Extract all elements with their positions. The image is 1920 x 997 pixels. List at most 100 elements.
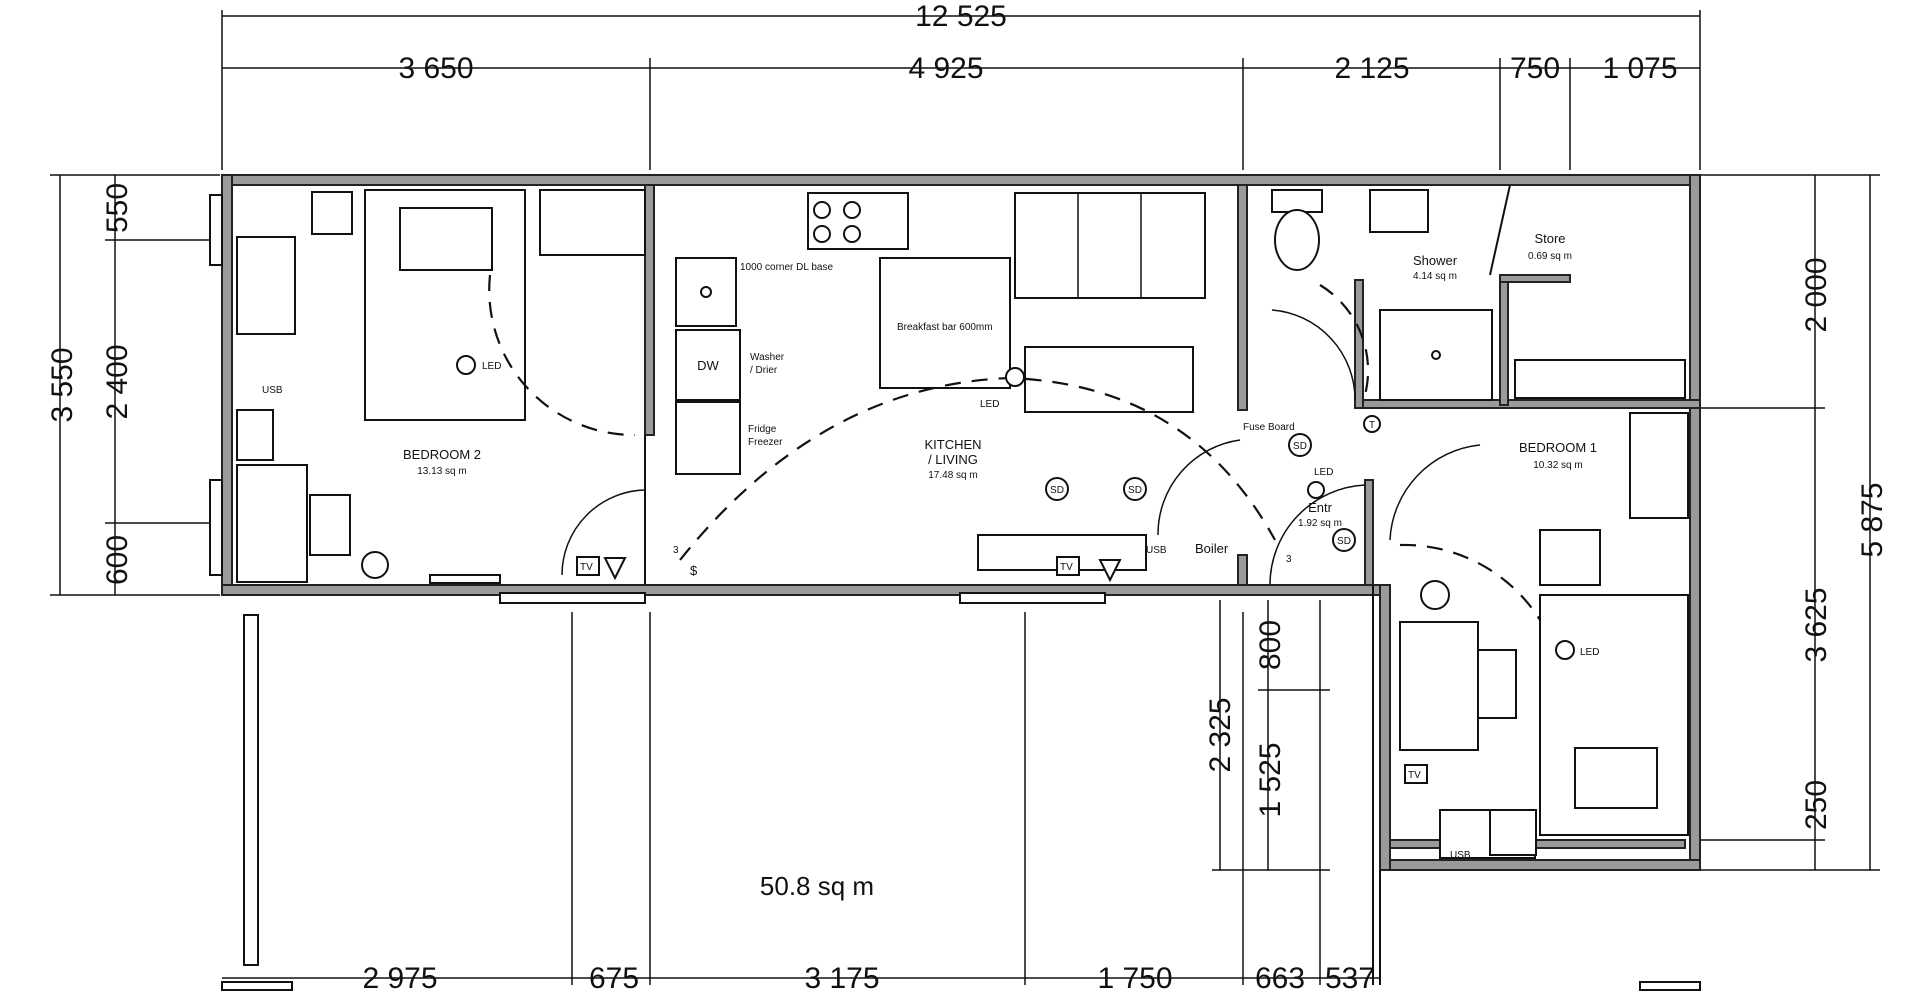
led-label: LED (1314, 467, 1333, 478)
dim-top-3: 2 125 (1334, 52, 1409, 85)
fridge-label-2: Freezer (748, 437, 783, 448)
store-area: 0.69 sq m (1528, 251, 1572, 262)
built-in-units (1514, 359, 1686, 399)
dim-top-2: 4 925 (908, 52, 983, 85)
dw-label: DW (697, 358, 719, 373)
usb-label: USB (1450, 850, 1471, 861)
boiler-label: Boiler (1195, 541, 1229, 556)
fuse-board-label: Fuse Board (1243, 422, 1295, 433)
store-name: Store (1534, 231, 1565, 246)
switch-count: 3 (673, 545, 679, 556)
cistern (1271, 189, 1323, 213)
tv-label: TV (580, 562, 593, 573)
tv-point-icon (1404, 764, 1428, 784)
switch-count: 3 (1286, 554, 1292, 565)
dim-right-a: 2 000 (1800, 257, 1833, 332)
smoke-detector-icon (1332, 528, 1356, 552)
tv-label: TV (1060, 562, 1073, 573)
svg-text:SD: SD (1337, 536, 1351, 547)
chair (309, 494, 351, 556)
dim-left-a: 550 (101, 183, 134, 233)
shower-area: 4.14 sq m (1413, 271, 1457, 282)
dim-bottom-4: 1 750 (1097, 962, 1172, 995)
kitchen-living: 1000 corner DL base Breakfast bar 600mm … (673, 192, 1276, 583)
bin-icon (361, 551, 389, 579)
aerial-icon (603, 557, 627, 581)
svg-text:T: T (1369, 420, 1375, 431)
tv-point-icon (576, 556, 600, 576)
fridge-label-1: Fridge (748, 424, 777, 435)
entrance: Fuse Board SD T LED Entr 1.92 sq m SD 3 (1243, 415, 1381, 586)
dim-top-5: 1 075 (1602, 52, 1677, 85)
smoke-detector-icon (1045, 477, 1069, 501)
shower-name: Shower (1413, 253, 1458, 268)
bedroom1-name: BEDROOM 1 (1519, 440, 1597, 455)
dim-right-total: 5 875 (1856, 482, 1889, 557)
dim-bottom-1: 2 975 (362, 962, 437, 995)
washer-drier (675, 329, 741, 401)
entr-name: Entr (1308, 500, 1333, 515)
bedroom1-area: 10.32 sq m (1533, 460, 1582, 471)
deck-area-label: 50.8 sq m (760, 871, 874, 901)
dim-top-4: 750 (1510, 52, 1560, 85)
kitchen-area: 17.48 sq m (928, 470, 977, 481)
drawer-unit (1489, 809, 1537, 856)
windows (209, 194, 1106, 604)
led-label: LED (980, 399, 999, 410)
led-light-icon (1307, 481, 1325, 499)
sofa (1014, 192, 1206, 299)
breakfast-bar-label: Breakfast bar 600mm (897, 322, 993, 333)
dim-left-b: 2 400 (101, 344, 134, 419)
tv-point-icon (1056, 556, 1080, 576)
bedside-table (311, 191, 353, 235)
corner-base-label: 1000 corner DL base (740, 262, 833, 273)
dim-porch-3: 1 525 (1254, 742, 1287, 817)
dim-porch-1: 2 325 (1204, 697, 1237, 772)
dimension-lines (50, 10, 1880, 985)
dim-overall-top: 12 525 (915, 0, 1007, 33)
led-light-icon (1555, 640, 1575, 660)
dim-bottom-5: 663 (1255, 962, 1305, 995)
bedside-table (1539, 529, 1601, 586)
dim-porch-2: 800 (1254, 620, 1287, 670)
switch-icon: $ (690, 563, 698, 578)
svg-text:SD: SD (1050, 485, 1064, 496)
walls (221, 174, 1701, 871)
chair (1477, 649, 1517, 719)
kitchen-name-1: KITCHEN (924, 437, 981, 452)
svg-text:SD: SD (1128, 485, 1142, 496)
washer-label-1: Washer (750, 352, 785, 363)
dim-bottom-6: 537 (1325, 962, 1375, 995)
toilet-icon (1274, 209, 1320, 271)
usb-label: USB (262, 385, 283, 396)
pillow (399, 207, 493, 271)
led-label: LED (1580, 647, 1599, 658)
tv-label: TV (1408, 770, 1421, 781)
bin-icon (1420, 580, 1450, 610)
coffee-table (1024, 346, 1194, 413)
led-light-icon (456, 355, 476, 375)
dim-top-1: 3 650 (398, 52, 473, 85)
bedroom2-area: 13.13 sq m (417, 466, 466, 477)
dimension-labels: 12 525 3 650 4 925 2 125 750 1 075 3 550… (46, 0, 1889, 995)
dim-right-c: 250 (1800, 780, 1833, 830)
desk (236, 464, 308, 583)
wardrobe (539, 189, 646, 256)
dim-bottom-2: 675 (589, 962, 639, 995)
svg-text:SD: SD (1293, 441, 1307, 452)
led-light-icon (1005, 367, 1025, 387)
dim-right-b: 3 625 (1800, 587, 1833, 662)
smoke-detector-icon (1288, 433, 1312, 457)
led-label: LED (482, 361, 501, 372)
usb-label: USB (1146, 545, 1167, 556)
basin-icon (1369, 189, 1429, 233)
breakfast-bar (879, 257, 1011, 389)
bedroom-2: LED USB BEDROOM 2 13.13 sq m TV (236, 189, 646, 585)
wardrobe (1629, 412, 1689, 519)
bedroom-1: BEDROOM 1 10.32 sq m LED TV USB (1389, 412, 1689, 861)
dim-left-total: 3 550 (46, 347, 79, 422)
fridge-freezer (675, 401, 741, 475)
deck: 50.8 sq m (221, 585, 1701, 991)
shower-room: Shower 4.14 sq m (1271, 189, 1493, 401)
